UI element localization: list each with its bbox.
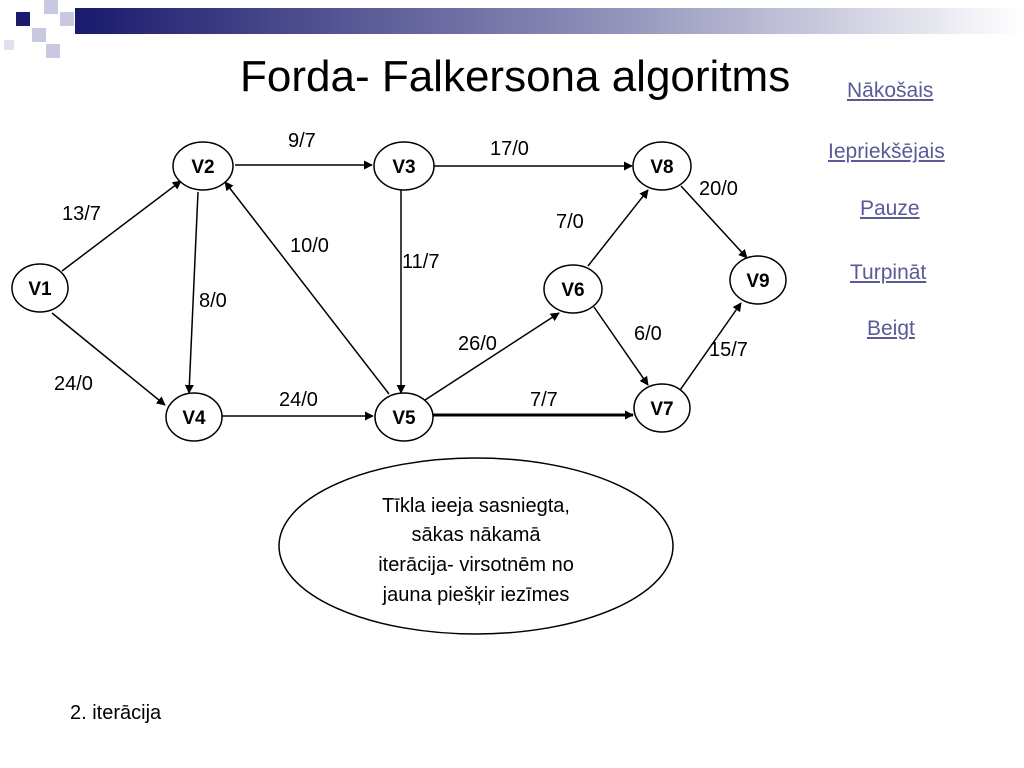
- end-link[interactable]: Beigt: [867, 317, 915, 340]
- page-title: Forda- Falkersona algoritms: [240, 52, 791, 101]
- node-v5: V5: [374, 392, 434, 442]
- node-v7: V7: [633, 383, 691, 433]
- node-v8: V8: [632, 141, 692, 191]
- edge-v6-v7: 6/0: [593, 306, 662, 386]
- previous-link[interactable]: Iepriekšējais: [828, 140, 945, 163]
- edge-label-v5-v7: 7/7: [530, 389, 558, 411]
- node-v1: V1: [11, 263, 69, 313]
- edge-label-v1-v4: 24/0: [54, 373, 93, 395]
- node-v2: V2: [172, 141, 234, 191]
- edge-v3-v8: 17/0: [434, 138, 633, 171]
- edge-v2-v4: 8/0: [184, 191, 227, 394]
- callout-line: iterācija- virsotnēm no: [378, 554, 574, 576]
- edge-v8-v9: 20/0: [680, 178, 748, 259]
- node-v6: V6: [543, 264, 603, 314]
- node-label-v1: V1: [28, 279, 52, 300]
- node-label-v6: V6: [561, 280, 584, 301]
- node-label-v5: V5: [392, 408, 416, 429]
- node-v9: V9: [729, 255, 787, 305]
- edge-v1-v4: 24/0: [51, 312, 166, 406]
- edge-label-v7-v9: 15/7: [709, 339, 748, 361]
- node-label-v9: V9: [746, 271, 769, 292]
- edge-label-v2-v4: 8/0: [199, 290, 227, 312]
- edge-label-v5-v2: 10/0: [290, 235, 329, 257]
- pause-link[interactable]: Pauze: [860, 197, 920, 220]
- node-v4: V4: [165, 392, 223, 442]
- edge-label-v1-v2: 13/7: [62, 203, 101, 225]
- header-decoration: [4, 0, 1024, 58]
- node-label-v7: V7: [650, 399, 673, 420]
- edge-label-v2-v3: 9/7: [288, 130, 316, 152]
- edge-label-v3-v8: 17/0: [490, 138, 529, 160]
- callout-line: sākas nākamā: [412, 524, 542, 546]
- node-label-v3: V3: [392, 157, 415, 178]
- callout-line: jauna piešķir iezīmes: [382, 584, 570, 606]
- edge-v4-v5: 24/0: [221, 389, 374, 421]
- node-label-v8: V8: [650, 157, 673, 178]
- edge-label-v5-v6: 26/0: [458, 333, 497, 355]
- edge-label-v6-v7: 6/0: [634, 323, 662, 345]
- edge-v1-v2: 13/7: [61, 180, 182, 272]
- iteration-label: 2. iterācija: [70, 702, 162, 724]
- edge-v3-v5: 11/7: [396, 190, 439, 394]
- edge-v5-v7: 7/7: [433, 389, 634, 420]
- edge-label-v3-v5: 11/7: [402, 251, 439, 273]
- edge-label-v4-v5: 24/0: [279, 389, 318, 411]
- edge-v7-v9: 15/7: [677, 302, 748, 394]
- edge-v5-v6: 26/0: [424, 312, 560, 401]
- callout: Tīkla ieeja sasniegta, sākas nākamā iter…: [278, 457, 674, 635]
- callout-line: Tīkla ieeja sasniegta,: [382, 495, 570, 517]
- node-label-v4: V4: [182, 408, 206, 429]
- edge-v2-v3: 9/7: [235, 130, 373, 170]
- next-link[interactable]: Nākošais: [847, 79, 934, 102]
- node-v3: V3: [373, 141, 435, 191]
- edge-v5-v2: 10/0: [224, 181, 390, 395]
- edge-label-v6-v8: 7/0: [556, 211, 584, 233]
- edge-v6-v8: 7/0: [556, 189, 649, 267]
- resume-link[interactable]: Turpināt: [850, 261, 927, 284]
- node-label-v2: V2: [191, 157, 214, 178]
- edge-label-v8-v9: 20/0: [699, 178, 738, 200]
